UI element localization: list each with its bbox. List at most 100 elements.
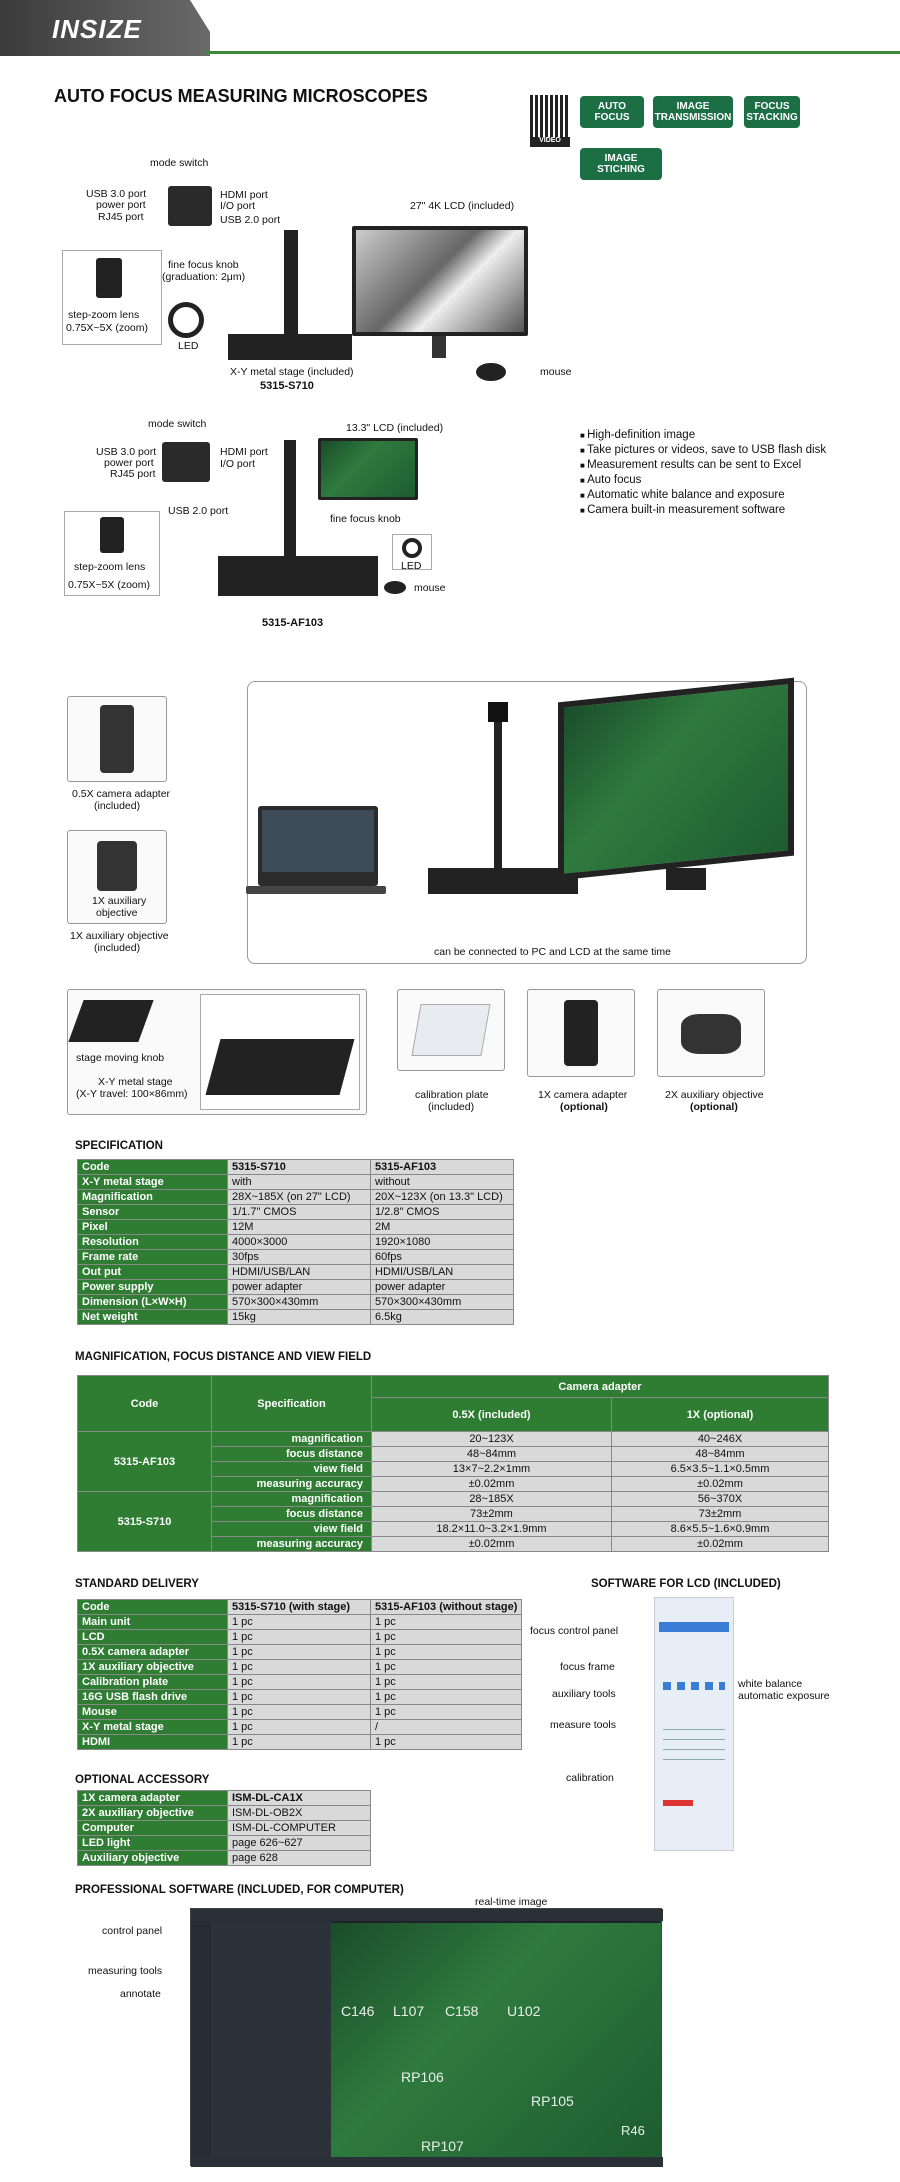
group-code: 5315-AF103: [77, 1431, 212, 1492]
pc-control-panel: [211, 1921, 331, 2157]
row-key: 2X auxiliary objective: [77, 1805, 228, 1821]
af103-io-label: I/O port: [220, 458, 256, 470]
s710-zoom-lens-image: [96, 258, 122, 298]
brand-logo: INSIZE: [52, 14, 142, 44]
s710-usb2-label: USB 2.0 port: [220, 214, 281, 226]
lcd-calib-label: calibration: [566, 1772, 614, 1784]
obj2-label: 2X auxiliary objective: [665, 1089, 764, 1101]
table-cell: 40~246X: [610, 1431, 830, 1447]
s710-column: [284, 230, 298, 340]
obj1-label: 1X auxiliary: [92, 895, 147, 907]
s710-lens-box: [62, 250, 162, 345]
s710-lens-label: step-zoom lens: [68, 309, 140, 321]
adapter1-label: 1X camera adapter: [538, 1089, 628, 1101]
table-cell: 1 pc: [369, 1689, 523, 1705]
table-cell: 1 pc: [369, 1674, 523, 1690]
table-cell: 1 pc: [227, 1704, 371, 1720]
row-key: 0.5X camera adapter: [77, 1644, 228, 1660]
s710-4k-monitor: [352, 226, 528, 336]
row-key: Code: [77, 1159, 228, 1175]
page-header: INSIZE: [0, 0, 900, 56]
delivery-title: STANDARD DELIVERY: [75, 1578, 199, 1590]
calib-included-label: (included): [428, 1101, 475, 1113]
table-cell: 1 pc: [227, 1614, 371, 1630]
row-key: Out put: [77, 1264, 228, 1280]
xy-travel-label: (X-Y travel: 100×86mm): [76, 1088, 188, 1100]
obj2-image-box: [657, 989, 765, 1077]
pc-monitor-stand: [666, 868, 706, 890]
pcb-label: U102: [507, 2003, 541, 2019]
row-key: 16G USB flash drive: [77, 1689, 228, 1705]
pc-tool-strip: [191, 1921, 211, 2157]
s710-mouse-image: [476, 363, 506, 381]
af103-base: [218, 556, 378, 596]
row-key: LCD: [77, 1629, 228, 1645]
stage-knob-image: [68, 1000, 154, 1042]
table-cell: 1 pc: [369, 1659, 523, 1675]
adapter05-label: 0.5X camera adapter: [72, 788, 171, 800]
s710-mouse-label: mouse: [540, 366, 572, 378]
af103-usb3-label: USB 3.0 port: [96, 446, 157, 458]
table-row: measuring accuracy±0.02mm±0.02mm: [78, 1536, 830, 1552]
pc-realtime-label: real-time image: [475, 1896, 548, 1908]
stage-knob-label: stage moving knob: [76, 1052, 165, 1064]
af103-led-label: LED: [401, 560, 422, 572]
laptop-base: [246, 886, 386, 894]
af103-zoom-label: 0.75X~5X (zoom): [68, 579, 151, 591]
table-cell: 1/1.7" CMOS: [227, 1204, 371, 1220]
table-cell: 60fps: [370, 1249, 514, 1265]
table-cell: 5315-S710: [227, 1159, 371, 1175]
table-cell: 5315-AF103 (without stage): [369, 1599, 523, 1615]
table-cell: 48~84mm: [610, 1446, 830, 1462]
table-cell: 2M: [370, 1219, 514, 1235]
mag-header-1x: 1X (optional): [610, 1397, 830, 1432]
table-cell: 570×300×430mm: [227, 1294, 371, 1310]
s710-model-label: 5315-S710: [260, 380, 314, 392]
obj1-label-3: 1X auxiliary objective: [70, 930, 169, 942]
row-key: Code: [77, 1599, 228, 1615]
adapter05-image-box: [67, 696, 167, 782]
xy-stage-label: X-Y metal stage: [98, 1076, 173, 1088]
s710-rj45-label: RJ45 port: [98, 211, 144, 223]
pc-title-bar: [191, 1909, 663, 1921]
s710-hdmi-label: HDMI port: [220, 189, 268, 201]
pc-status-bar: [191, 2157, 663, 2167]
table-cell: ±0.02mm: [610, 1476, 830, 1492]
table-cell: 1 pc: [227, 1674, 371, 1690]
table-cell: HDMI/USB/LAN: [370, 1264, 514, 1280]
tag-image-stiching: IMAGE STICHING: [580, 148, 662, 180]
s710-power-label: power port: [96, 199, 146, 211]
row-key: Computer: [77, 1820, 228, 1836]
s710-mode-switch-label: mode switch: [150, 157, 209, 169]
row-key: view field: [211, 1521, 372, 1537]
row-key: focus distance: [211, 1506, 372, 1522]
obj1-image-box: [67, 830, 167, 924]
pcb-label: RP106: [401, 2069, 444, 2085]
af103-lens-label: step-zoom lens: [74, 561, 146, 573]
row-key: HDMI: [77, 1734, 228, 1750]
table-cell: 28X~185X (on 27" LCD): [227, 1189, 371, 1205]
af103-mode-switch-label: mode switch: [148, 418, 207, 430]
af103-mouse-label: mouse: [414, 582, 446, 594]
table-cell: 18.2×11.0~3.2×1.9mm: [371, 1521, 612, 1537]
s710-io-label: I/O port: [220, 200, 256, 212]
table-cell: 1 pc: [369, 1644, 523, 1660]
s710-monitor-stand: [432, 336, 446, 358]
table-cell: 5315-S710 (with stage): [227, 1599, 371, 1615]
table-cell: ISM-DL-CA1X: [227, 1790, 371, 1806]
pc-stand-column: [494, 722, 502, 882]
qr-code-icon[interactable]: VIDEO: [530, 95, 570, 147]
s710-lcd-label: 27" 4K LCD (included): [410, 200, 515, 212]
optional-title: OPTIONAL ACCESSORY: [75, 1774, 210, 1786]
table-cell: 1 pc: [227, 1689, 371, 1705]
table-cell: ±0.02mm: [371, 1476, 612, 1492]
lcd-wb-label: white balance: [738, 1678, 803, 1690]
